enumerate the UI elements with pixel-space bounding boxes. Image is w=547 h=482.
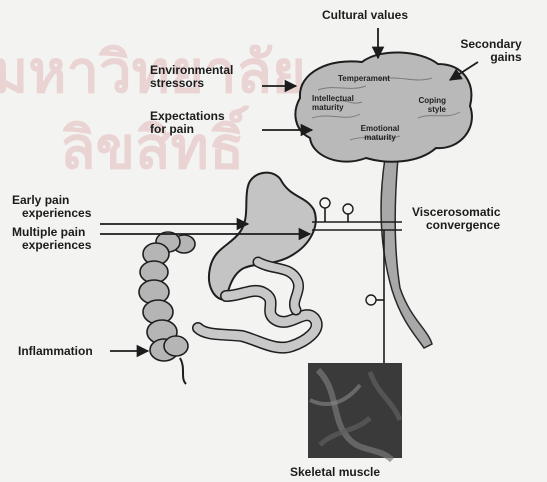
label-experiences-2: experiences <box>12 239 91 252</box>
label-convergence: convergence <box>412 219 501 232</box>
label-coping: Coping <box>400 96 446 105</box>
label-stressors: stressors <box>150 77 233 90</box>
skeletal-muscle-image <box>308 363 402 460</box>
label-experiences-1: experiences <box>12 207 91 220</box>
label-intellectual: Intellectual <box>312 94 354 103</box>
label-emotional: Emotional <box>350 124 410 133</box>
label-early-pain-experiences: Early pain experiences <box>12 194 91 220</box>
label-cultural-values: Cultural values <box>322 9 408 22</box>
label-viscerosomatic-convergence: Viscerosomatic convergence <box>412 206 501 232</box>
spinal-cord <box>381 158 432 348</box>
label-skeletal-muscle: Skeletal muscle <box>290 466 380 479</box>
label-secondary-gains: Secondary gains <box>446 38 536 64</box>
synapse-nodes <box>320 198 376 305</box>
label-gains: gains <box>446 51 536 64</box>
colon <box>139 232 195 384</box>
label-intellectual-maturity: Intellectual maturity <box>312 94 354 112</box>
label-coping-style: Coping style <box>400 96 446 114</box>
label-for-pain: for pain <box>150 123 225 136</box>
label-maturity-1: maturity <box>312 103 354 112</box>
label-style: style <box>400 105 446 114</box>
label-temperament: Temperament <box>338 74 390 83</box>
label-inflammation: Inflammation <box>18 345 93 358</box>
label-expectations-for-pain: Expectations for pain <box>150 110 225 136</box>
label-multiple-pain-experiences: Multiple pain experiences <box>12 226 91 252</box>
label-environmental-stressors: Environmental stressors <box>150 64 233 90</box>
label-maturity-2: maturity <box>350 133 410 142</box>
label-emotional-maturity: Emotional maturity <box>350 124 410 142</box>
